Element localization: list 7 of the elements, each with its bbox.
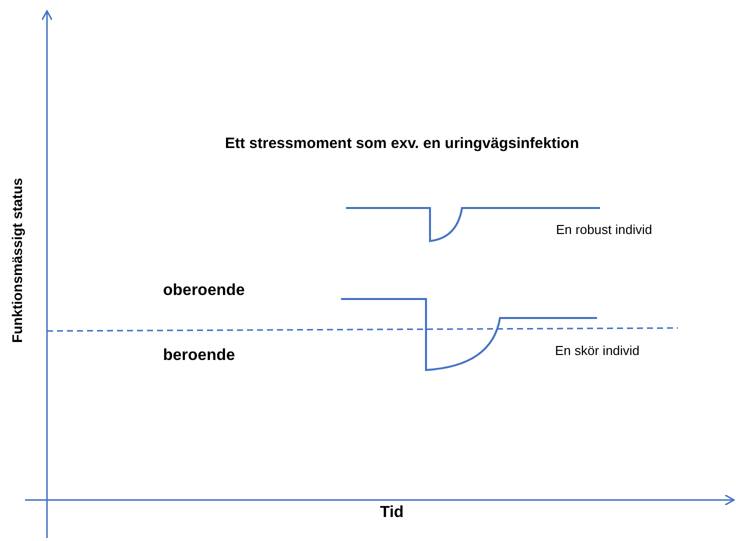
curve-label: En skör individ [555,343,640,359]
level-label: beroende [163,346,236,366]
curve-label: En robust individ [556,222,652,238]
axis-label: Funktionsmässigt status [8,177,26,342]
annotation-heading: Ett stressmoment som exv. en uringvägsinfektion [225,135,579,153]
level-label: oberoende [163,281,245,300]
axis-label: Tid [380,503,404,522]
